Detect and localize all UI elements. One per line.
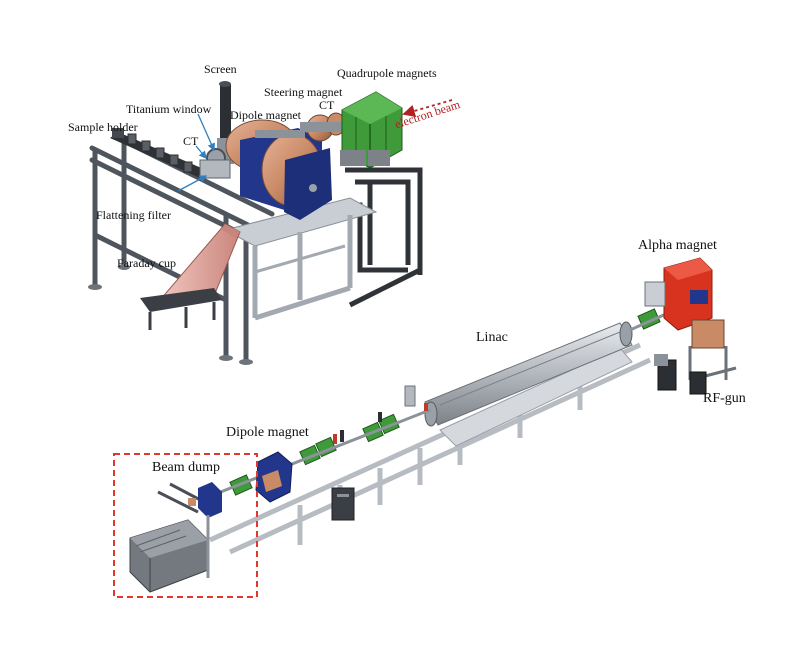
faraday-cup xyxy=(140,223,241,330)
label-beam-dump: Beam dump xyxy=(152,460,221,475)
label-rf-gun: RF-gun xyxy=(703,391,746,406)
label-screen: Screen xyxy=(204,62,237,76)
power-supply xyxy=(331,487,355,521)
dipole-magnet-bottom xyxy=(255,451,293,503)
label-dipole-magnet-bottom: Dipole magnet xyxy=(226,425,309,440)
beam-dump-box xyxy=(113,453,258,598)
label-titanium-window: Titanium window xyxy=(126,102,212,116)
label-sample-holder: Sample holder xyxy=(68,120,138,134)
quadrupole-frame xyxy=(332,167,423,308)
label-dipole-magnet-top: Dipole magnet xyxy=(230,108,301,122)
label-flattening-filter: Flattening filter xyxy=(96,208,171,222)
steering-magnet xyxy=(300,112,350,142)
dipole-magnet-top xyxy=(225,119,332,220)
rf-gun xyxy=(654,319,737,395)
experiment-station xyxy=(88,81,453,365)
label-faraday-cup: Faraday cup xyxy=(117,256,176,270)
linac-tube xyxy=(424,321,633,427)
magnet-table xyxy=(223,197,378,321)
label-ct-left: CT xyxy=(183,134,199,148)
alpha-magnet xyxy=(644,257,713,331)
beam-pipe xyxy=(199,408,431,502)
quadrupole-magnets xyxy=(340,91,403,169)
beam-dump xyxy=(129,482,222,593)
diagnostic-posts xyxy=(333,385,428,444)
linac-stand xyxy=(439,347,633,447)
frame-feet xyxy=(88,264,253,365)
ct-left xyxy=(199,148,231,179)
beamline xyxy=(113,257,737,598)
sample-holder xyxy=(110,128,206,178)
callout-arrows xyxy=(177,113,215,192)
label-alpha-magnet: Alpha magnet xyxy=(638,238,717,253)
label-linac: Linac xyxy=(476,330,508,345)
label-steering-magnet: Steering magnet xyxy=(264,85,343,99)
electron-beam-arrow xyxy=(402,99,453,118)
label-quadrupole-magnets: Quadrupole magnets xyxy=(337,66,437,80)
label-ct-right: CT xyxy=(319,98,335,112)
